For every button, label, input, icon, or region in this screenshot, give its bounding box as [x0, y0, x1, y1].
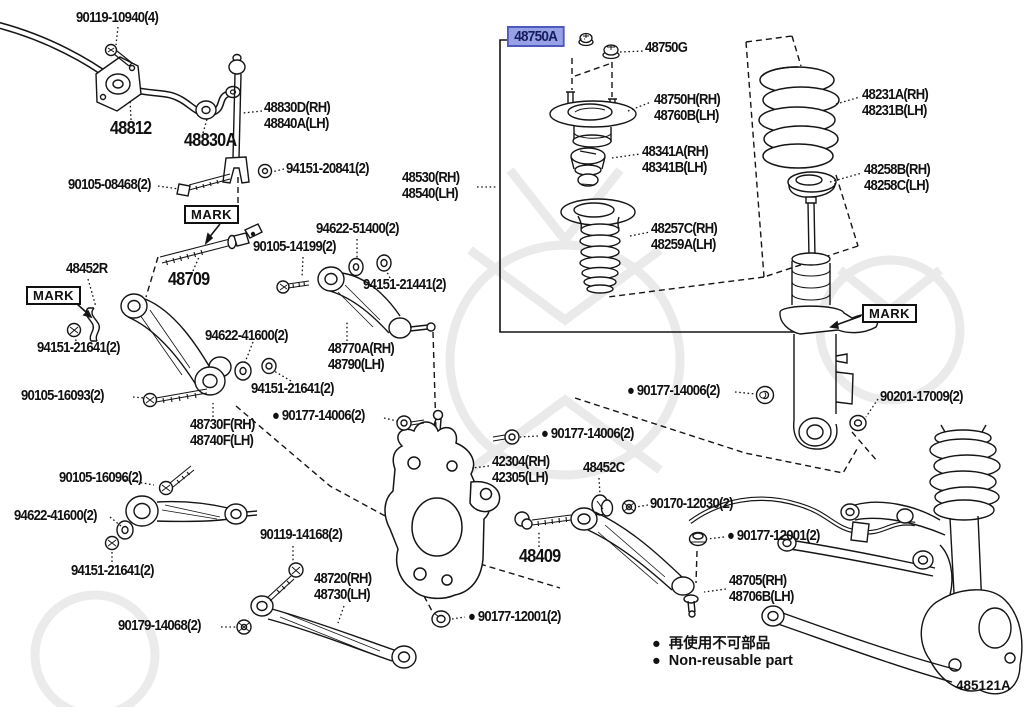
- label-48830D: 48830D(RH)48840A(LH): [264, 100, 331, 132]
- label-48830A: 48830A: [184, 130, 237, 150]
- washer-94622-41600-b-icon: [116, 520, 134, 540]
- nut-94151-21641-c-icon: [104, 535, 120, 551]
- support-48750H-drawing: [549, 91, 637, 148]
- bolt-90119-14168-icon: [266, 562, 304, 602]
- label-94622-41600-b: 94622-41600(2): [14, 508, 98, 524]
- label-90177-14006-c: ●90177-14006(2): [627, 383, 720, 399]
- label-42304: 42304(RH)42305(LH): [492, 454, 550, 486]
- label-48705: 48705(RH)48706B(LH): [729, 573, 794, 605]
- bolt-90105-16096-icon: [158, 465, 195, 496]
- bolt-90119-10940-icon: [104, 43, 133, 67]
- label-48231A: 48231A(RH)48231B(LH): [862, 87, 929, 119]
- arm-48705-drawing: [570, 507, 699, 618]
- label-90105-08468: 90105-08468(2): [68, 177, 152, 193]
- label-94151-21641-b: 94151-21641(2): [251, 381, 335, 397]
- spring-insulator-48258B-drawing: [787, 171, 837, 198]
- non-reusable-bullet-icon: ●: [652, 653, 661, 669]
- label-48720: 48720(RH)48730(LH): [314, 571, 372, 603]
- label-94151-21641-a: 94151-21641(2): [37, 340, 121, 356]
- non-reusable-bullet-icon: ●: [652, 636, 661, 652]
- diagram-code: 485121A: [956, 678, 1011, 693]
- label-90177-14006-a: ●90177-14006(2): [272, 408, 365, 424]
- nut-90170-12030-icon: [621, 499, 637, 515]
- nut-48750A-icon: [578, 32, 594, 47]
- bolt-48409-drawing: [514, 511, 572, 530]
- label-94151-21641-c: 94151-21641(2): [71, 563, 155, 579]
- nut-94151-21641-b-icon: [261, 357, 277, 375]
- spring-seat-48341A-drawing: [570, 147, 606, 187]
- label-90177-12001-a: ●90177-12001(2): [727, 528, 820, 544]
- washer-94622-51400-icon: [348, 257, 364, 277]
- bushing-48452C-icon: [591, 494, 614, 517]
- grommet-90201-17009-icon: [849, 414, 867, 432]
- dust-cover-48257C-drawing: [560, 198, 636, 294]
- bolt-90177-14006-a-icon: [396, 415, 425, 431]
- label-90201-17009: 90201-17009(2): [880, 389, 964, 405]
- leader-lines: [74, 26, 879, 628]
- assembled-suspension-drawing: [688, 424, 1023, 695]
- stabilizer-bar-drawing: [0, 22, 241, 118]
- label-90119-14168: 90119-14168(2): [260, 527, 343, 543]
- bolt-90105-16093-icon: [142, 388, 208, 408]
- bushing-48830A-icon: [195, 100, 217, 120]
- label-90177-12001-b: ●90177-12001(2): [468, 609, 561, 625]
- bolt-90177-14006-b-icon: [492, 429, 520, 445]
- label-90179-14068: 90179-14068(2): [118, 618, 202, 634]
- legend-row-non-reusable-jp: ●再使用不可部品: [652, 636, 771, 652]
- nut-90177-14006-c-icon: [755, 385, 775, 405]
- label-94151-21441: 94151-21441(2): [363, 277, 447, 293]
- washer-94622-41600-a-icon: [234, 361, 252, 381]
- strut-group-bracket: [499, 39, 812, 333]
- bolt-48709-drawing: [159, 223, 263, 266]
- shock-absorber-48530-drawing: [779, 196, 879, 450]
- mark-box-3: MARK: [862, 304, 917, 323]
- label-48258B: 48258B(RH)48258C(LH): [864, 162, 931, 194]
- arm-48710A-drawing: [125, 495, 258, 527]
- mark-box-2: MARK: [26, 286, 81, 305]
- legend: ●再使用不可部品 ●Non-reusable part: [652, 636, 793, 670]
- label-48257C: 48257C(RH)48259A(LH): [651, 221, 718, 253]
- label-48409: 48409: [519, 546, 561, 566]
- label-94622-51400: 94622-51400(2): [316, 221, 400, 237]
- label-48530: 48530(RH)48540(LH): [402, 170, 460, 202]
- arm-48770A-drawing: [317, 266, 436, 339]
- stabilizer-bracket-48812: [95, 56, 142, 112]
- bolt-90105-14199-icon: [276, 280, 310, 294]
- nut-90179-14068-icon: [236, 619, 252, 635]
- label-90119-10940: 90119-10940(4): [76, 10, 159, 26]
- mark-box-1: MARK: [184, 205, 239, 224]
- nut-94151-20841-icon: [257, 163, 273, 179]
- rod-48720-drawing: [250, 595, 417, 669]
- stabilizer-link-48830D-drawing: [222, 53, 250, 184]
- label-90170-12030: 90170-12030(2): [650, 496, 734, 512]
- label-48750G: 48750G: [645, 40, 688, 56]
- label-48812: 48812: [110, 118, 152, 138]
- label-48730F: 48730F(RH)48740F(LH): [190, 417, 255, 449]
- label-90105-14199: 90105-14199(2): [253, 239, 337, 255]
- label-48750A-highlighted[interactable]: 48750A: [507, 26, 565, 47]
- icon-90177-12001-b: [431, 610, 451, 628]
- label-48341A: 48341A(RH)48341B(LH): [642, 144, 709, 176]
- nut-48750G-icon: [602, 44, 620, 60]
- label-90105-16096: 90105-16096(2): [59, 470, 143, 486]
- nut-94151-21441-icon: [376, 254, 392, 272]
- nut-94151-21641-a-icon: [66, 322, 82, 338]
- nut-90177-12001-a-icon: [688, 531, 708, 547]
- bolt-90105-08468-icon: [176, 173, 231, 197]
- label-48750H: 48750H(RH)48760B(LH): [654, 92, 721, 124]
- legend-row-non-reusable-en: ●Non-reusable part: [652, 653, 793, 669]
- coil-spring-48231A-drawing: [758, 66, 840, 169]
- label-90177-14006-b: ●90177-14006(2): [541, 426, 634, 442]
- label-94151-20841: 94151-20841(2): [286, 161, 370, 177]
- label-48452C: 48452C: [583, 460, 625, 476]
- knuckle-42304-drawing: [384, 409, 501, 600]
- label-48770A: 48770A(RH)48790(LH): [328, 341, 395, 373]
- label-48709: 48709: [168, 269, 210, 289]
- label-48452R: 48452R: [66, 261, 108, 277]
- arm-48730F-drawing: [120, 293, 232, 396]
- label-90105-16093: 90105-16093(2): [21, 388, 105, 404]
- label-94622-41600-a: 94622-41600(2): [205, 328, 289, 344]
